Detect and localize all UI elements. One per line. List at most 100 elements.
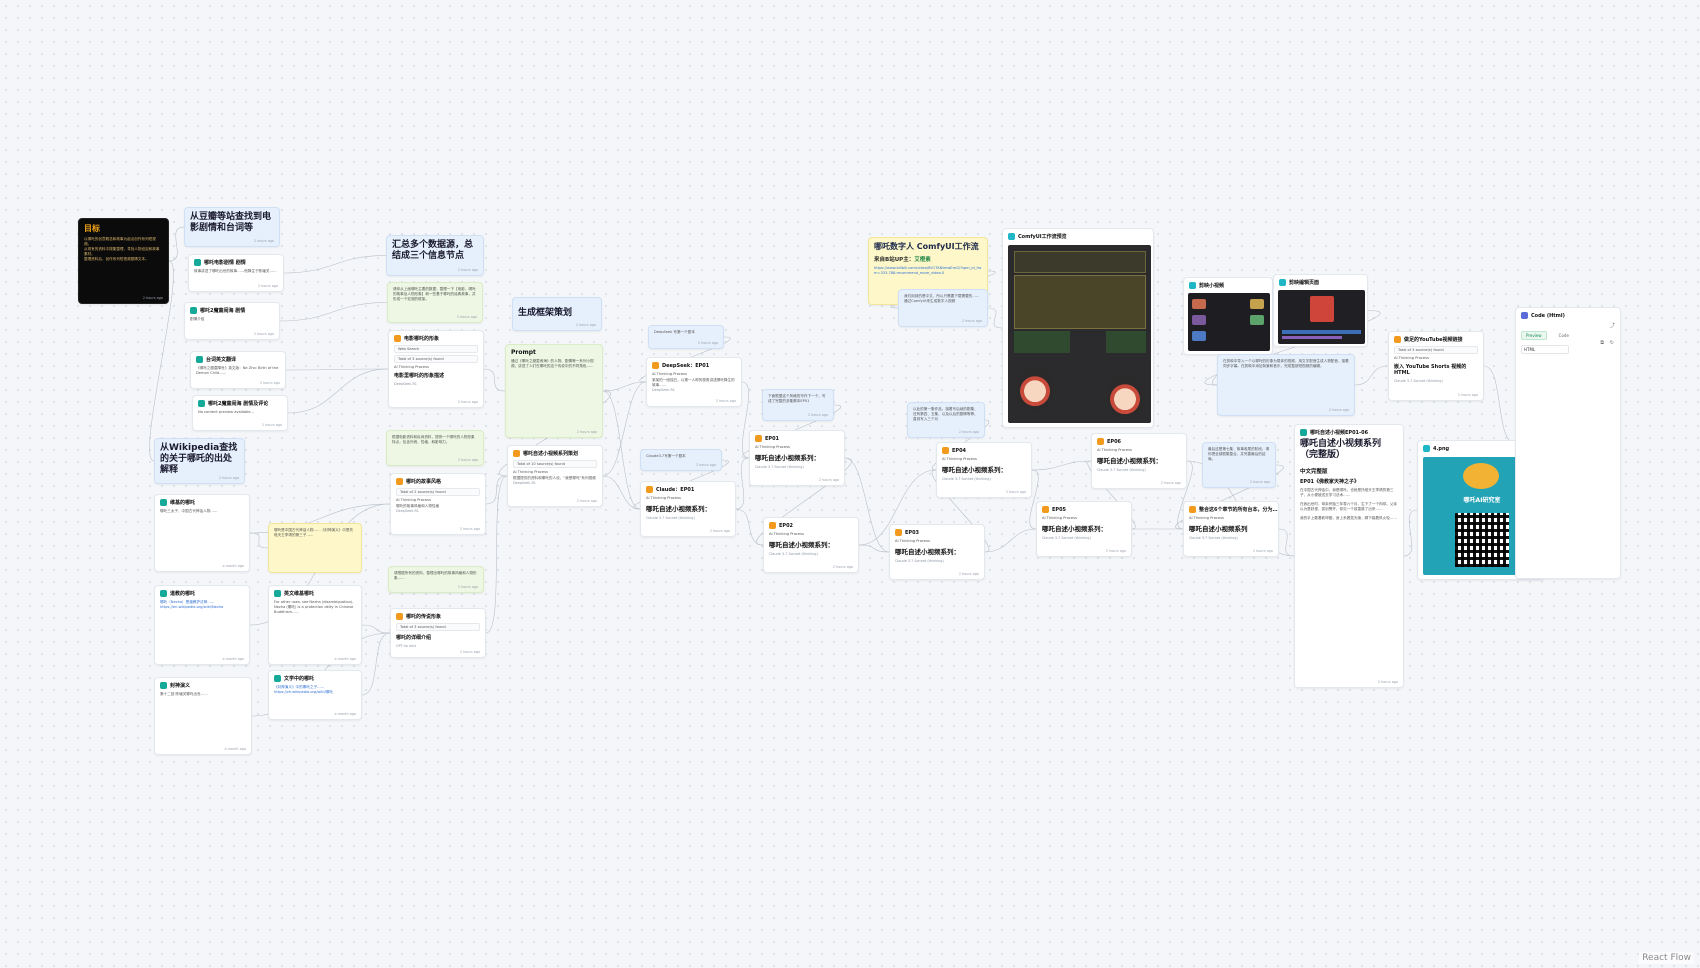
douban-plot2-node[interactable]: 哪吒2魔童闹海 剧情 剧情介绍 2 hours ago <box>184 302 280 340</box>
ep02-header: EP02 <box>779 522 794 529</box>
web-search-chip[interactable]: Web Search <box>394 345 478 353</box>
literature-node[interactable]: 文学中的哪吒 《封神演义》中的哪吒之子……https://zh.wikipedi… <box>268 670 362 720</box>
ep05-thinking[interactable]: AI Thinking Process <box>1042 516 1077 520</box>
copy-icon[interactable]: ⧉ <box>1600 340 1604 346</box>
full-script-node[interactable]: 哪吒自述小视频EP01-06 哪吒自述小视频系列（完整版） 中文完整版 EP01… <box>1294 424 1404 688</box>
goal-time: 2 hours ago <box>142 296 163 300</box>
thumb-preview <box>1192 299 1206 309</box>
wiki-group-node[interactable]: 从Wikipedia查找的关于哪吒的出处解释 2 hours ago <box>154 438 245 484</box>
ep07-thinking[interactable]: AI Thinking Process <box>1189 516 1224 520</box>
image-node-sources[interactable]: Total of 3 source(s) found <box>394 355 478 363</box>
prompt-node[interactable]: Prompt 通过《哪吒之魔童闹海》的人物、剧情等一系列小视频，讲述了人们在哪吒… <box>505 344 603 438</box>
ep05-node[interactable]: EP05 AI Thinking Process 哪吒自述小视频系列： Clau… <box>1036 501 1132 557</box>
document-icon <box>274 590 281 597</box>
ep03-node[interactable]: EP03 AI Thinking Process 哪吒自述小视频系列： Clau… <box>889 524 985 580</box>
douban-plot-node[interactable]: 哪吒电影剧情 剧情 故事讲述了哪吒出世的故事……他降生于陈塘关…… 2 hour… <box>188 254 284 292</box>
claude-ep-node[interactable]: Claude：EP01 AI Thinking Process 哪吒自述小视频系… <box>640 481 736 537</box>
series-plan-node[interactable]: 哪吒自述小视频系列策划 Total of 10 source(s) found … <box>507 445 603 507</box>
comfy-link[interactable]: https://www.bilibili.com/video/BV1TKNtmw… <box>874 266 982 275</box>
ep06-node[interactable]: EP06 AI Thinking Process 哪吒自述小视频系列： Clau… <box>1091 433 1187 489</box>
fengshen-node[interactable]: 封神演义 第十二回 陈塘关哪吒出世…… a month ago <box>154 677 252 755</box>
refresh-icon[interactable]: ↻ <box>1609 340 1614 346</box>
react-flow-attribution[interactable]: React Flow <box>1639 952 1694 964</box>
detail-node-sources[interactable]: Total of 3 source(s) found <box>396 623 480 631</box>
series-plan-sources[interactable]: Total of 10 source(s) found <box>513 460 597 468</box>
ep02-node[interactable]: EP02 AI Thinking Process 哪吒自述小视频系列： Clau… <box>763 517 859 573</box>
story-node[interactable]: 哪吒的故事风格 Total of 2 source(s) found AI Th… <box>390 473 486 535</box>
ep04-node[interactable]: EP04 AI Thinking Process 哪吒自述小视频系列： Clau… <box>936 442 1032 498</box>
wiki-note-node[interactable]: 哪吒是中国古代神话人物……《封神演义》中是托塔天王李靖的第三子…… <box>268 523 362 573</box>
claude-prompt-node[interactable]: Claude3.7写第一个剧本 2 hours ago <box>640 449 722 471</box>
series-plan-thinking[interactable]: AI Thinking Process <box>513 470 548 474</box>
ep07-node[interactable]: 整合这6个章节的所有台本，分为… AI Thinking Process 哪吒自… <box>1183 501 1279 557</box>
edge <box>249 532 269 549</box>
summary-group-node[interactable]: 汇总多个数据源，总结成三个信息节点 2 hours ago <box>386 235 484 276</box>
edge <box>279 302 388 322</box>
youtube-html-thinking[interactable]: AI Thinking Process <box>1394 356 1429 360</box>
ep04-thinking[interactable]: AI Thinking Process <box>942 457 977 461</box>
lines-en-node[interactable]: 台词英文翻译 《哪吒之魔童降世》英文版：Ne Zha: Birth of the… <box>190 351 286 389</box>
detail-node[interactable]: 哪吒的传说形象 Total of 3 source(s) found 哪吒的详细… <box>390 608 486 658</box>
detail-node-result: 哪吒的详细介绍 <box>396 635 432 641</box>
edge <box>741 381 750 459</box>
edge <box>1278 528 1295 557</box>
tab-code[interactable]: Code <box>1558 333 1569 338</box>
claude-ep-thinking[interactable]: AI Thinking Process <box>646 496 681 500</box>
goal-node[interactable]: 目标 以哪吒的创意概念和故事为起点创作系列短视频。 从现有的资料中搜集整理，寻找… <box>78 218 169 304</box>
ep07-prompt-node[interactable]: 最后这是第七集，故事收尾的阶段，请你把全部剧集整合，并完善最后的结局。 2 ho… <box>1202 442 1276 488</box>
image-node-thinking[interactable]: AI Thinking Process <box>394 365 429 369</box>
code-node[interactable]: Code (Html) Preview Code ⤴ HTML ⧉ ↻ <box>1515 307 1621 579</box>
ep07-prompt-time: 2 hours ago <box>1249 480 1270 484</box>
comfy-workflow-node[interactable]: ComfyUI工作流预览 <box>1002 228 1154 428</box>
claude-ep-model: Claude 3.7 Sonnet (thinking) <box>646 516 695 520</box>
literature-body: 《封神演义》中的哪吒之子……https://zh.wikipedia.org/w… <box>274 685 333 694</box>
douban-group-node[interactable]: 从豆瓣等站查找到电影剧情和台词等 2 hours ago <box>184 207 280 247</box>
comfy-note-node[interactable]: 我们用到的是中文，所以只需要下载需要的……通过ComfyUI来生成数字人视频 2… <box>898 289 988 327</box>
deepseek-ep-node[interactable]: DeepSeek：EP01 AI Thinking Process 某某的一段独… <box>646 357 742 407</box>
wiki-nezha-node[interactable]: 维基的哪吒 哪吒三太子，中国古代神话人物…… a month ago <box>154 494 250 572</box>
ep01-thinking[interactable]: AI Thinking Process <box>755 445 790 449</box>
ep01-node[interactable]: EP01 AI Thinking Process 哪吒自述小视频系列： Clau… <box>749 430 845 486</box>
share-icon[interactable]: ⤴ <box>1609 323 1615 329</box>
ep06-thinking[interactable]: AI Thinking Process <box>1097 448 1132 452</box>
edit-node[interactable]: 剪映编辑页面 <box>1273 274 1368 347</box>
story-node-sources[interactable]: Total of 2 source(s) found <box>396 488 480 496</box>
wiki-nezha-time: a month ago <box>222 564 244 568</box>
youtube-html-sources[interactable]: Total of 3 source(s) found <box>1394 346 1478 354</box>
ep-prompt-node[interactable]: 下面根据这个风格的写作下一个、写成了完整的多集脚本EP01 2 hours ag… <box>762 389 834 421</box>
ep04-prompt-time: 2 hours ago <box>958 430 979 434</box>
desc-note-node[interactable]: 在剪映中导入一个以哪吒的形象为载体的视频，用文字配音生成人物配音，接着同步字幕。… <box>1217 354 1355 416</box>
ep03-thinking[interactable]: AI Thinking Process <box>895 539 930 543</box>
thumb-node[interactable]: 剪映小视频 <box>1183 277 1273 355</box>
summary-note-node[interactable]: 请你从上面哪吒主要的数据，整理一下【电影、哪吒的故事及人物形象】和一些基于哪吒的… <box>387 282 483 323</box>
ep04-prompt-node[interactable]: 以此的第一集作品、接着写后续的剧集、还有第四、五集、以及以后的剧情等等、直到写入… <box>907 402 985 438</box>
edit-timeline <box>1282 330 1361 334</box>
ep02-thinking[interactable]: AI Thinking Process <box>769 532 804 536</box>
comfy-subtitle-prefix: 来自B站UP主： <box>874 257 915 263</box>
deepseek-ep-thinking[interactable]: AI Thinking Process <box>652 372 687 376</box>
comfy-subtitle-name[interactable]: 艾橙素 <box>914 257 931 263</box>
tab-preview[interactable]: Preview <box>1521 331 1547 340</box>
douban-plot2-header: 哪吒2魔童闹海 剧情 <box>200 308 246 314</box>
douban-plot-time: 2 hours ago <box>257 284 278 288</box>
image-node[interactable]: 电影哪吒的形象 Web Search Total of 3 source(s) … <box>388 330 484 408</box>
framework-group-node[interactable]: 生成框架策划 2 hours ago <box>512 297 602 331</box>
story-note-node[interactable]: 请根据所有的资料，整理出哪吒的故事风格和人物形象…… 2 hours ago <box>388 566 484 593</box>
wiki-myth-node[interactable]: 道教的哪吒 哪吒（Nezha）是道教护法神……https://en.wikipe… <box>154 585 250 665</box>
youtube-html-node[interactable]: 做足的YouTube视频链接 Total of 3 source(s) foun… <box>1388 331 1484 401</box>
deepseek-prompt-node[interactable]: DeepSeek 写第一个剧本 2 hours ago <box>648 325 724 349</box>
goal-title: 目标 <box>84 224 100 233</box>
language-select[interactable]: HTML <box>1521 345 1569 354</box>
image-note-node[interactable]: 根据电影资料和民间资料，提炼一个哪吒的人物形象特点，包含外貌、性格、和影响力。 … <box>386 430 484 466</box>
review-node[interactable]: 哪吒2魔童闹海 剧情及评论 No content preview availab… <box>192 395 288 431</box>
edge <box>1031 460 1092 471</box>
deepseek-ep-header: DeepSeek：EP01 <box>662 363 710 369</box>
series-plan-time: 2 hours ago <box>576 499 597 503</box>
deepseek-prompt-time: 2 hours ago <box>697 341 718 345</box>
workflow-group-box <box>1106 331 1146 353</box>
douban-group-time: 2 hours ago <box>253 239 274 243</box>
ep01-model: Claude 3.7 Sonnet (thinking) <box>755 465 804 469</box>
en-wiki-node[interactable]: 英文维基哪吒 For other uses, see Nezha (disamb… <box>268 585 362 665</box>
story-node-thinking[interactable]: AI Thinking Process <box>396 498 431 502</box>
